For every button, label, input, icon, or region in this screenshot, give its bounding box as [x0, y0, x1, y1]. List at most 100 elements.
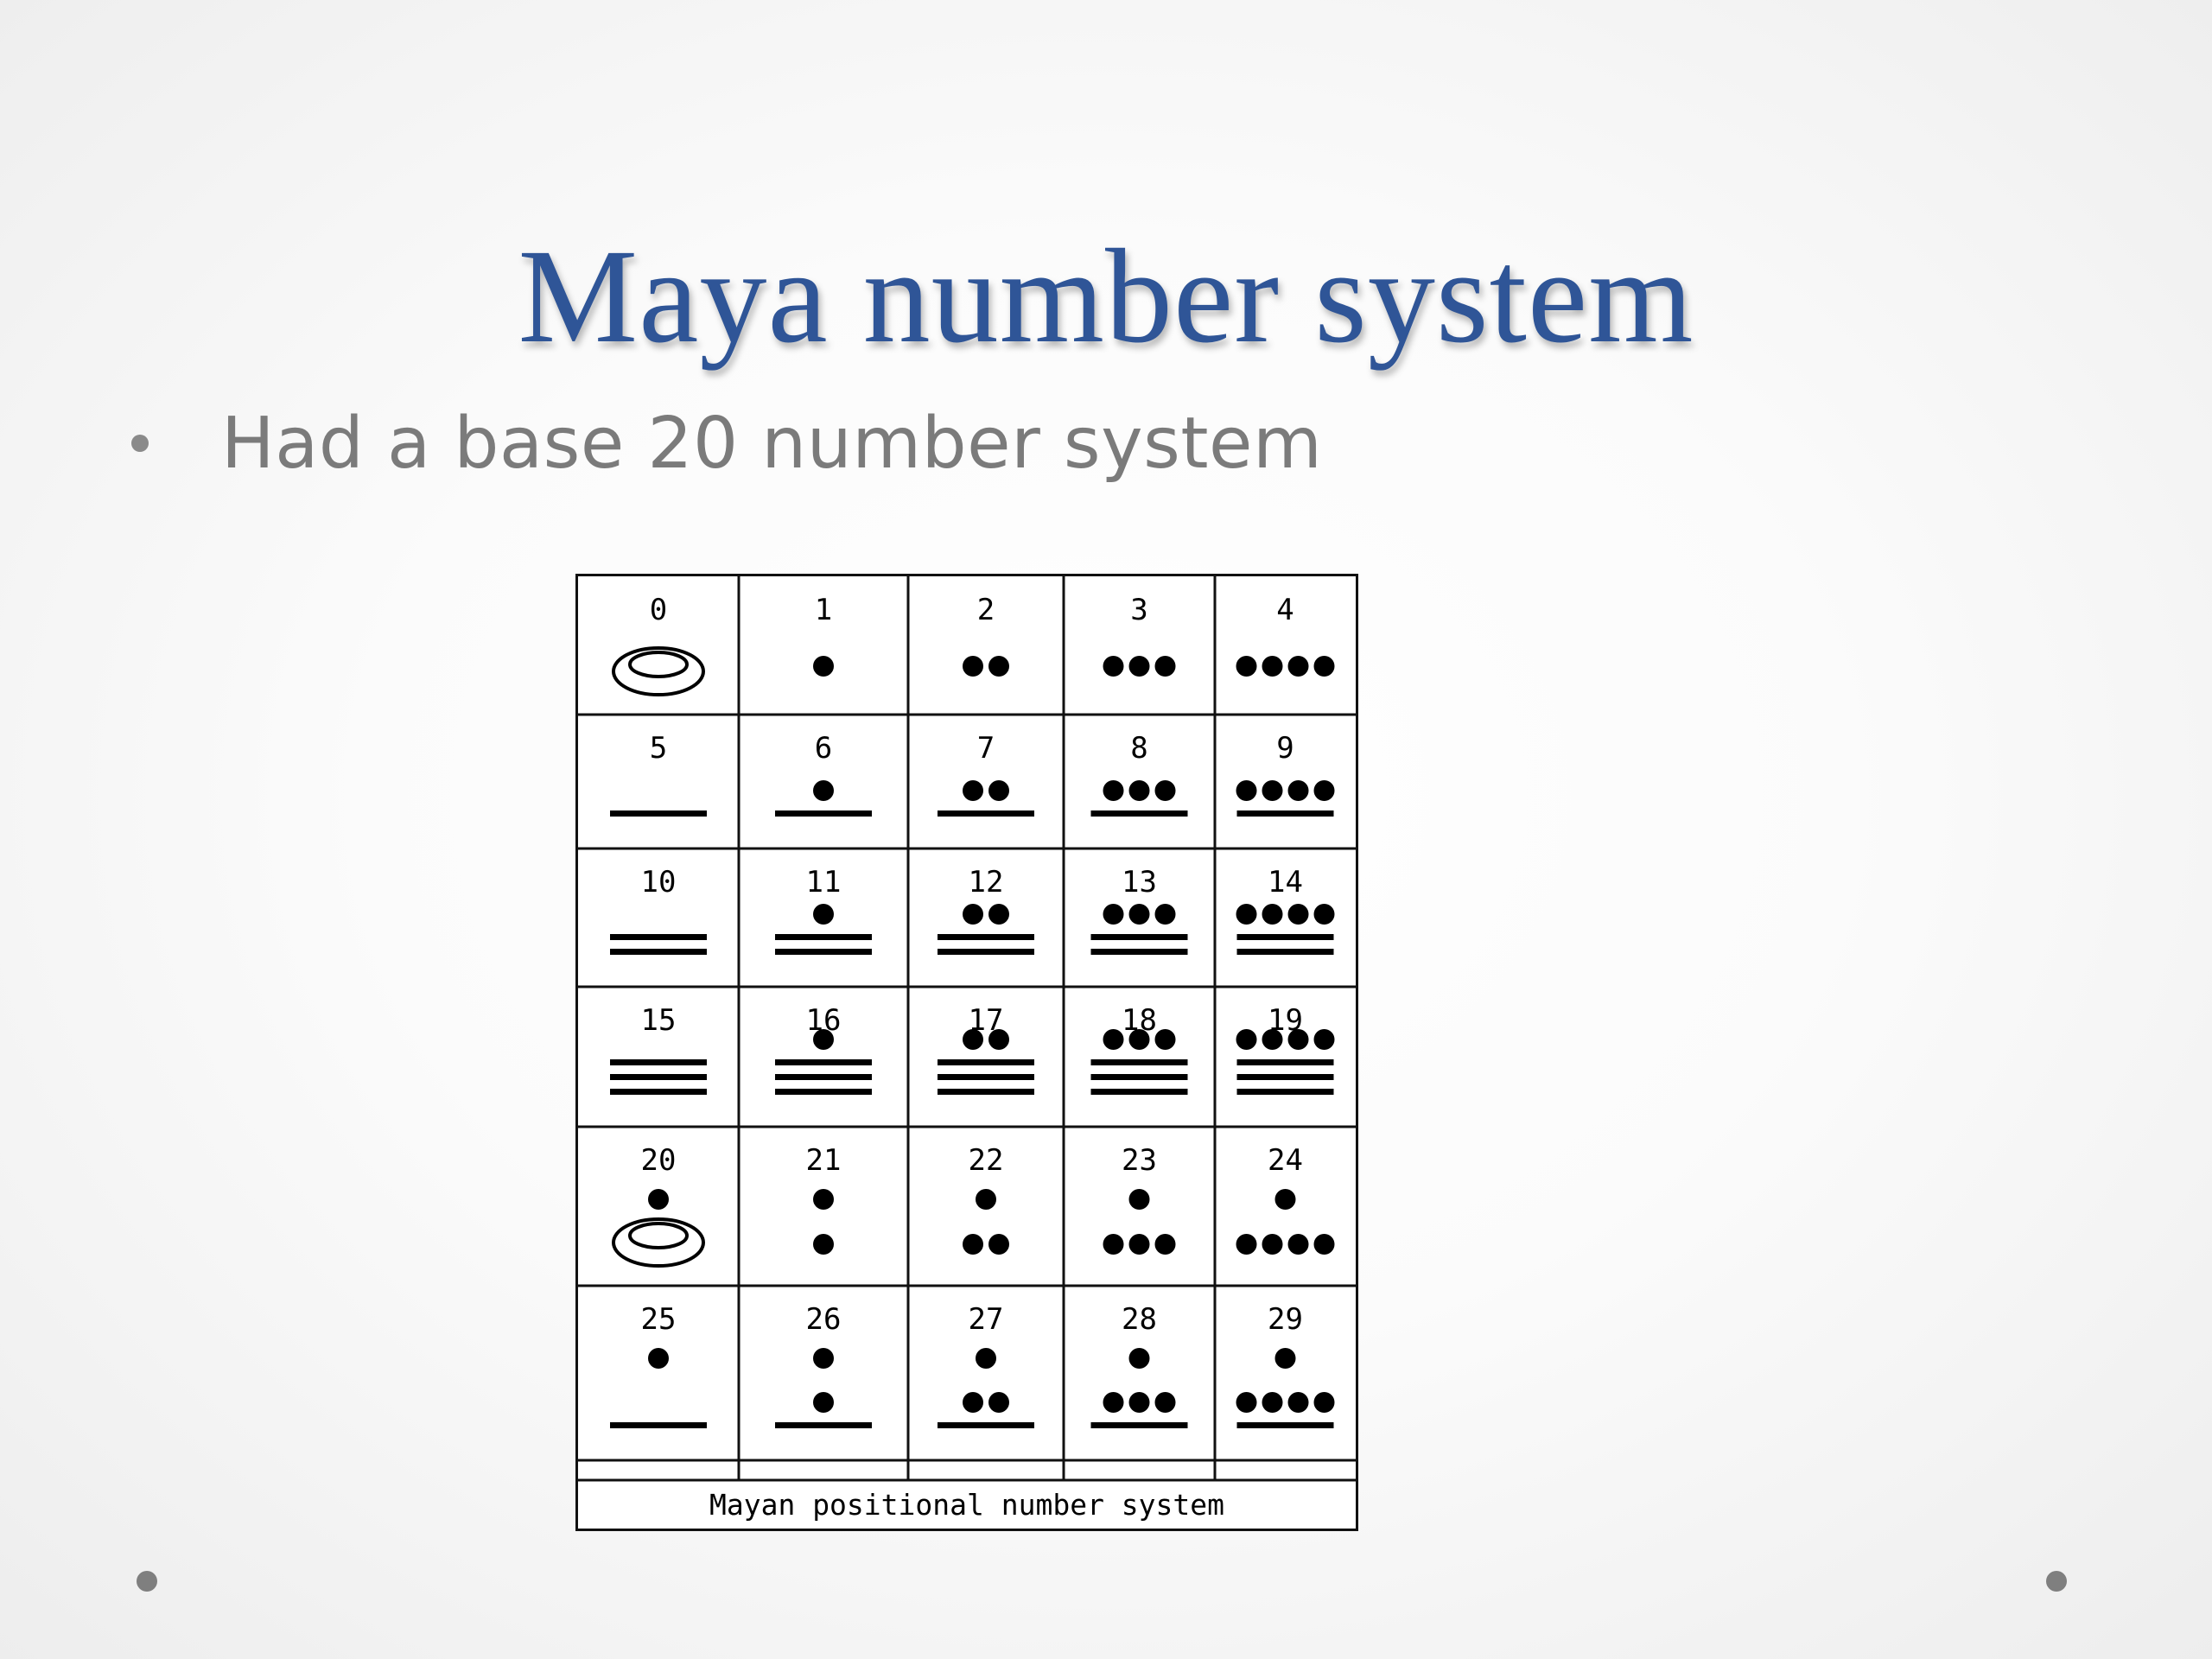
numeral-dot [1236, 904, 1257, 925]
numeral-dot [1154, 780, 1176, 801]
numeral-dot [1236, 656, 1257, 677]
numeral-dot [1313, 780, 1335, 801]
numeral-label: 22 [969, 1143, 1004, 1178]
numeral-bar [938, 949, 1034, 955]
numeral-dot [813, 1392, 834, 1413]
numeral-bar [1090, 810, 1188, 817]
numeral-dot [1128, 1029, 1150, 1050]
numeral-bar [1236, 1089, 1334, 1095]
numeral-dot [1128, 1234, 1150, 1255]
numeral-label: 20 [641, 1143, 677, 1178]
numeral-dot [988, 656, 1009, 677]
numeral-dot [1287, 780, 1309, 801]
numeral-dot [1262, 1392, 1283, 1413]
numeral-bar [775, 934, 872, 940]
numeral-dot [1103, 780, 1124, 801]
numeral-dot [1236, 1029, 1257, 1050]
numeral-bar [610, 1074, 707, 1080]
numeral-label: 9 [1276, 731, 1294, 766]
numeral-dot [813, 1029, 834, 1050]
numeral-upper-dot [976, 1189, 996, 1210]
numeral-dot [1313, 1234, 1335, 1255]
numeral-dot [963, 1029, 983, 1050]
numeral-dot [1262, 780, 1283, 801]
numeral-dot [1313, 1029, 1335, 1050]
numeral-label: 27 [969, 1302, 1004, 1337]
numeral-bar [1090, 1059, 1188, 1065]
numeral-label: 26 [806, 1302, 842, 1337]
numeral-dot [1128, 656, 1150, 677]
numeral-bar [1236, 810, 1334, 817]
numeral-label: 24 [1268, 1143, 1303, 1178]
numeral-dot [1128, 780, 1150, 801]
numeral-dot [1262, 656, 1283, 677]
numeral-bar [775, 1074, 872, 1080]
numeral-bar [1090, 1074, 1188, 1080]
numeral-upper-dot [648, 1348, 669, 1369]
bullet-text: Had a base 20 number system [221, 402, 1323, 485]
numeral-bar [1090, 949, 1188, 955]
numeral-bar [1090, 1422, 1188, 1428]
shell-zero-glyph-inner [628, 1222, 689, 1249]
numeral-upper-dot [1274, 1189, 1296, 1210]
numeral-dot [1154, 904, 1176, 925]
numeral-dot [1154, 1029, 1176, 1050]
numeral-bar [610, 934, 707, 940]
numeral-bar [610, 1089, 707, 1095]
shell-zero-glyph [612, 646, 705, 696]
numeral-dot [1236, 1392, 1257, 1413]
numeral-dot [1287, 1029, 1309, 1050]
numeral-dot [813, 656, 834, 677]
shell-zero-glyph [612, 1217, 705, 1268]
numeral-label: 25 [641, 1302, 677, 1337]
numeral-label: 10 [641, 865, 677, 899]
numeral-label: 21 [806, 1143, 842, 1178]
numeral-label: 7 [977, 731, 995, 766]
shell-zero-glyph-inner [628, 651, 689, 678]
numeral-dot [988, 1234, 1009, 1255]
numeral-bar [1236, 1059, 1334, 1065]
numeral-dot [1287, 904, 1309, 925]
numeral-upper-dot [813, 1189, 834, 1210]
numeral-dot [813, 904, 834, 925]
numeral-bar [1090, 934, 1188, 940]
numeral-upper-dot [976, 1348, 996, 1369]
numeral-label: 11 [806, 865, 842, 899]
numeral-dot [1128, 1392, 1150, 1413]
numeral-bar [938, 1074, 1034, 1080]
numeral-dot [1103, 656, 1124, 677]
numeral-upper-dot [1128, 1348, 1150, 1369]
numeral-dot [963, 904, 983, 925]
numeral-label: 3 [1130, 593, 1147, 627]
numeral-upper-dot [1274, 1348, 1296, 1369]
numeral-dot [1154, 1392, 1176, 1413]
numeral-dot [1236, 1234, 1257, 1255]
numeral-dot [988, 904, 1009, 925]
numeral-label: 5 [650, 731, 667, 766]
numeral-bar [1236, 949, 1334, 955]
numeral-dot [1154, 656, 1176, 677]
numeral-label: 0 [650, 593, 667, 627]
slide-title: Maya number system [518, 221, 1694, 371]
numeral-label: 15 [641, 1003, 677, 1038]
numeral-dot [988, 1392, 1009, 1413]
numeral-bar [1236, 1422, 1334, 1428]
numeral-bar [938, 1422, 1034, 1428]
numeral-label: 1 [815, 593, 832, 627]
numeral-dot [1128, 904, 1150, 925]
numeral-dot [1313, 904, 1335, 925]
numeral-bar [610, 949, 707, 955]
numeral-bar [1236, 934, 1334, 940]
numeral-dot [988, 780, 1009, 801]
numeral-bar [1090, 1089, 1188, 1095]
numeral-upper-dot [648, 1189, 669, 1210]
numeral-bar [938, 810, 1034, 817]
numeral-dot [1103, 904, 1124, 925]
numeral-dot [1236, 780, 1257, 801]
numeral-label: 23 [1122, 1143, 1157, 1178]
numeral-dot [1262, 1029, 1283, 1050]
numeral-dot [1313, 656, 1335, 677]
